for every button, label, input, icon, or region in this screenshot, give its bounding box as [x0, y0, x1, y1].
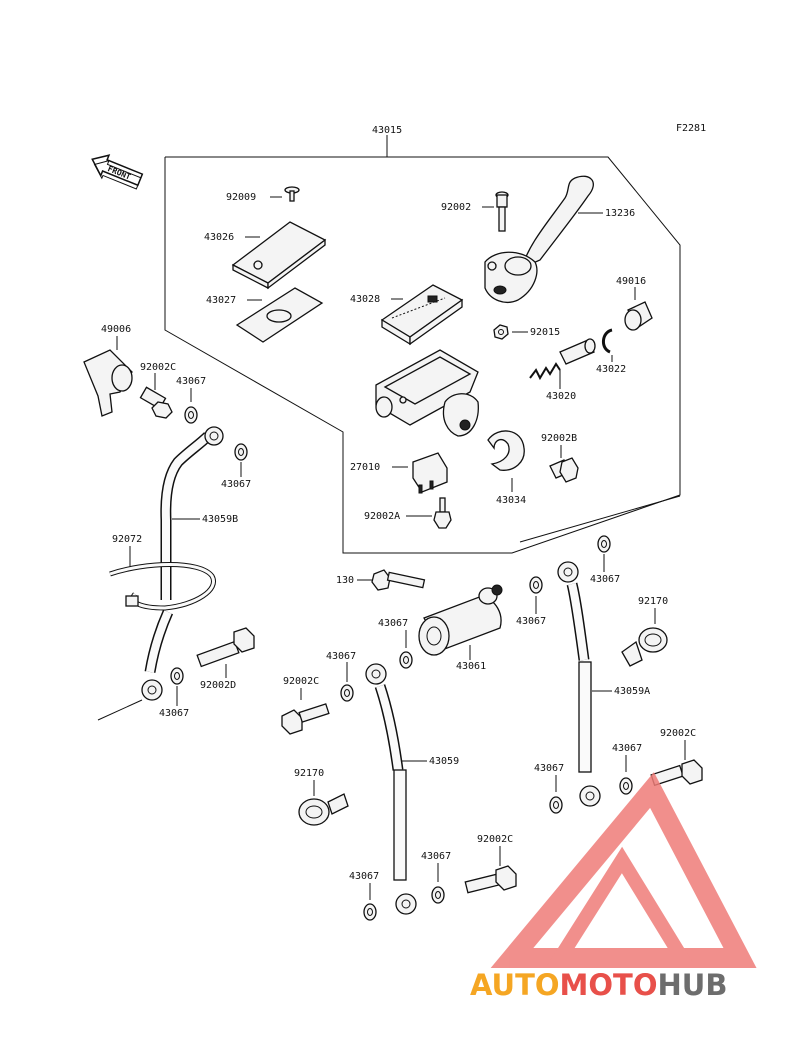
- label-43059: 43059: [429, 756, 459, 767]
- hose-boot-49006: [83, 349, 133, 417]
- watermark-auto: AUTO: [470, 968, 560, 1002]
- washer-43067-8: [619, 777, 633, 795]
- circlip-43022: [602, 328, 613, 354]
- diagram-code: F2281: [676, 123, 706, 134]
- label-92002c-4: 92002C: [477, 834, 513, 845]
- label-27010: 27010: [350, 462, 380, 473]
- washer-43067-4: [399, 651, 413, 669]
- label-92002c-1: 92002C: [140, 362, 176, 373]
- label-43022: 43022: [596, 364, 626, 375]
- reference-line-2: [519, 495, 681, 543]
- nut-92015: [493, 324, 509, 340]
- dust-boot-49016: [624, 301, 653, 331]
- gasket-43028: [380, 284, 464, 346]
- label-43061: 43061: [456, 661, 486, 672]
- label-43067-3: 43067: [159, 708, 189, 719]
- label-43067-7: 43067: [590, 574, 620, 585]
- label-92002b: 92002B: [541, 433, 577, 444]
- label-92002d: 92002D: [200, 680, 236, 691]
- banjo-bolt-92002c-1: [139, 386, 173, 419]
- bolt-92002a: [433, 497, 452, 529]
- banjo-bolt-92002c-4: [464, 865, 517, 894]
- brake-hose-43059a: [557, 561, 601, 807]
- diaphragm-plate-43027: [235, 287, 324, 343]
- master-cylinder-body: [375, 349, 479, 437]
- label-43028: 43028: [350, 294, 380, 305]
- brake-hose-43059: [365, 663, 417, 915]
- band-92072: [109, 562, 216, 611]
- label-43067-2: 43067: [221, 479, 251, 490]
- label-49016: 49016: [616, 276, 646, 287]
- label-49006: 49006: [101, 324, 131, 335]
- union-43061: [418, 584, 503, 656]
- clamp-43034: [487, 430, 525, 471]
- pivot-bolt-92002: [495, 191, 509, 232]
- washer-43067-2: [234, 443, 248, 461]
- label-43067-6: 43067: [516, 616, 546, 627]
- banjo-bolt-92002c-2: [281, 703, 330, 735]
- label-43067-5: 43067: [326, 651, 356, 662]
- reference-line: [97, 699, 143, 721]
- label-43020: 43020: [546, 391, 576, 402]
- brake-hose-43059b: [141, 426, 224, 701]
- watermark-logo-icon: [490, 772, 757, 968]
- front-arrow-icon: FRONT: [91, 154, 144, 190]
- label-92002: 92002: [441, 202, 471, 213]
- screw-92009: [284, 186, 300, 202]
- label-92009: 92009: [226, 192, 256, 203]
- hose-clamp-92170-2: [298, 793, 349, 826]
- piston-kit-43020: [529, 338, 596, 381]
- watermark-moto: MOTO: [560, 968, 658, 1002]
- assembly-outline: [164, 156, 681, 554]
- hose-clamp-92170-1: [621, 627, 668, 667]
- brake-lever-13236: [484, 175, 594, 303]
- washer-43067-10: [363, 903, 377, 921]
- label-92072: 92072: [112, 534, 142, 545]
- watermark-hub: HUB: [658, 968, 728, 1002]
- washer-43067-3: [170, 667, 184, 685]
- label-43067-4: 43067: [378, 618, 408, 629]
- label-92170-1: 92170: [638, 596, 668, 607]
- bolt-92002d: [196, 627, 255, 668]
- label-92015: 92015: [530, 327, 560, 338]
- label-43027: 43027: [206, 295, 236, 306]
- label-92002c-2: 92002C: [283, 676, 319, 687]
- label-43059b: 43059B: [202, 514, 238, 525]
- label-43067-9: 43067: [534, 763, 564, 774]
- washer-43067-11: [431, 886, 445, 904]
- label-13236: 13236: [605, 208, 635, 219]
- bolt-130: [371, 569, 426, 591]
- label-130: 130: [336, 575, 354, 586]
- watermark-text: AUTOMOTOHUB: [470, 968, 727, 1002]
- label-43067-11: 43067: [421, 851, 451, 862]
- label-92170-2: 92170: [294, 768, 324, 779]
- washer-43067-5: [340, 684, 354, 702]
- washer-43067-7: [597, 535, 611, 553]
- washer-43067-9: [549, 796, 563, 814]
- banjo-bolt-92002c-3: [650, 759, 703, 787]
- bolt-92002b: [549, 457, 579, 483]
- brake-switch-27010: [412, 452, 448, 494]
- label-43067-8: 43067: [612, 743, 642, 754]
- label-43026: 43026: [204, 232, 234, 243]
- label-43067-1: 43067: [176, 376, 206, 387]
- washer-43067-1: [184, 406, 198, 424]
- label-92002a: 92002A: [364, 511, 400, 522]
- washer-43067-6: [529, 576, 543, 594]
- reservoir-cover-43026: [231, 221, 327, 290]
- label-43067-10: 43067: [349, 871, 379, 882]
- label-43059a: 43059A: [614, 686, 650, 697]
- label-43034: 43034: [496, 495, 526, 506]
- label-43015: 43015: [372, 125, 402, 136]
- label-92002c-3: 92002C: [660, 728, 696, 739]
